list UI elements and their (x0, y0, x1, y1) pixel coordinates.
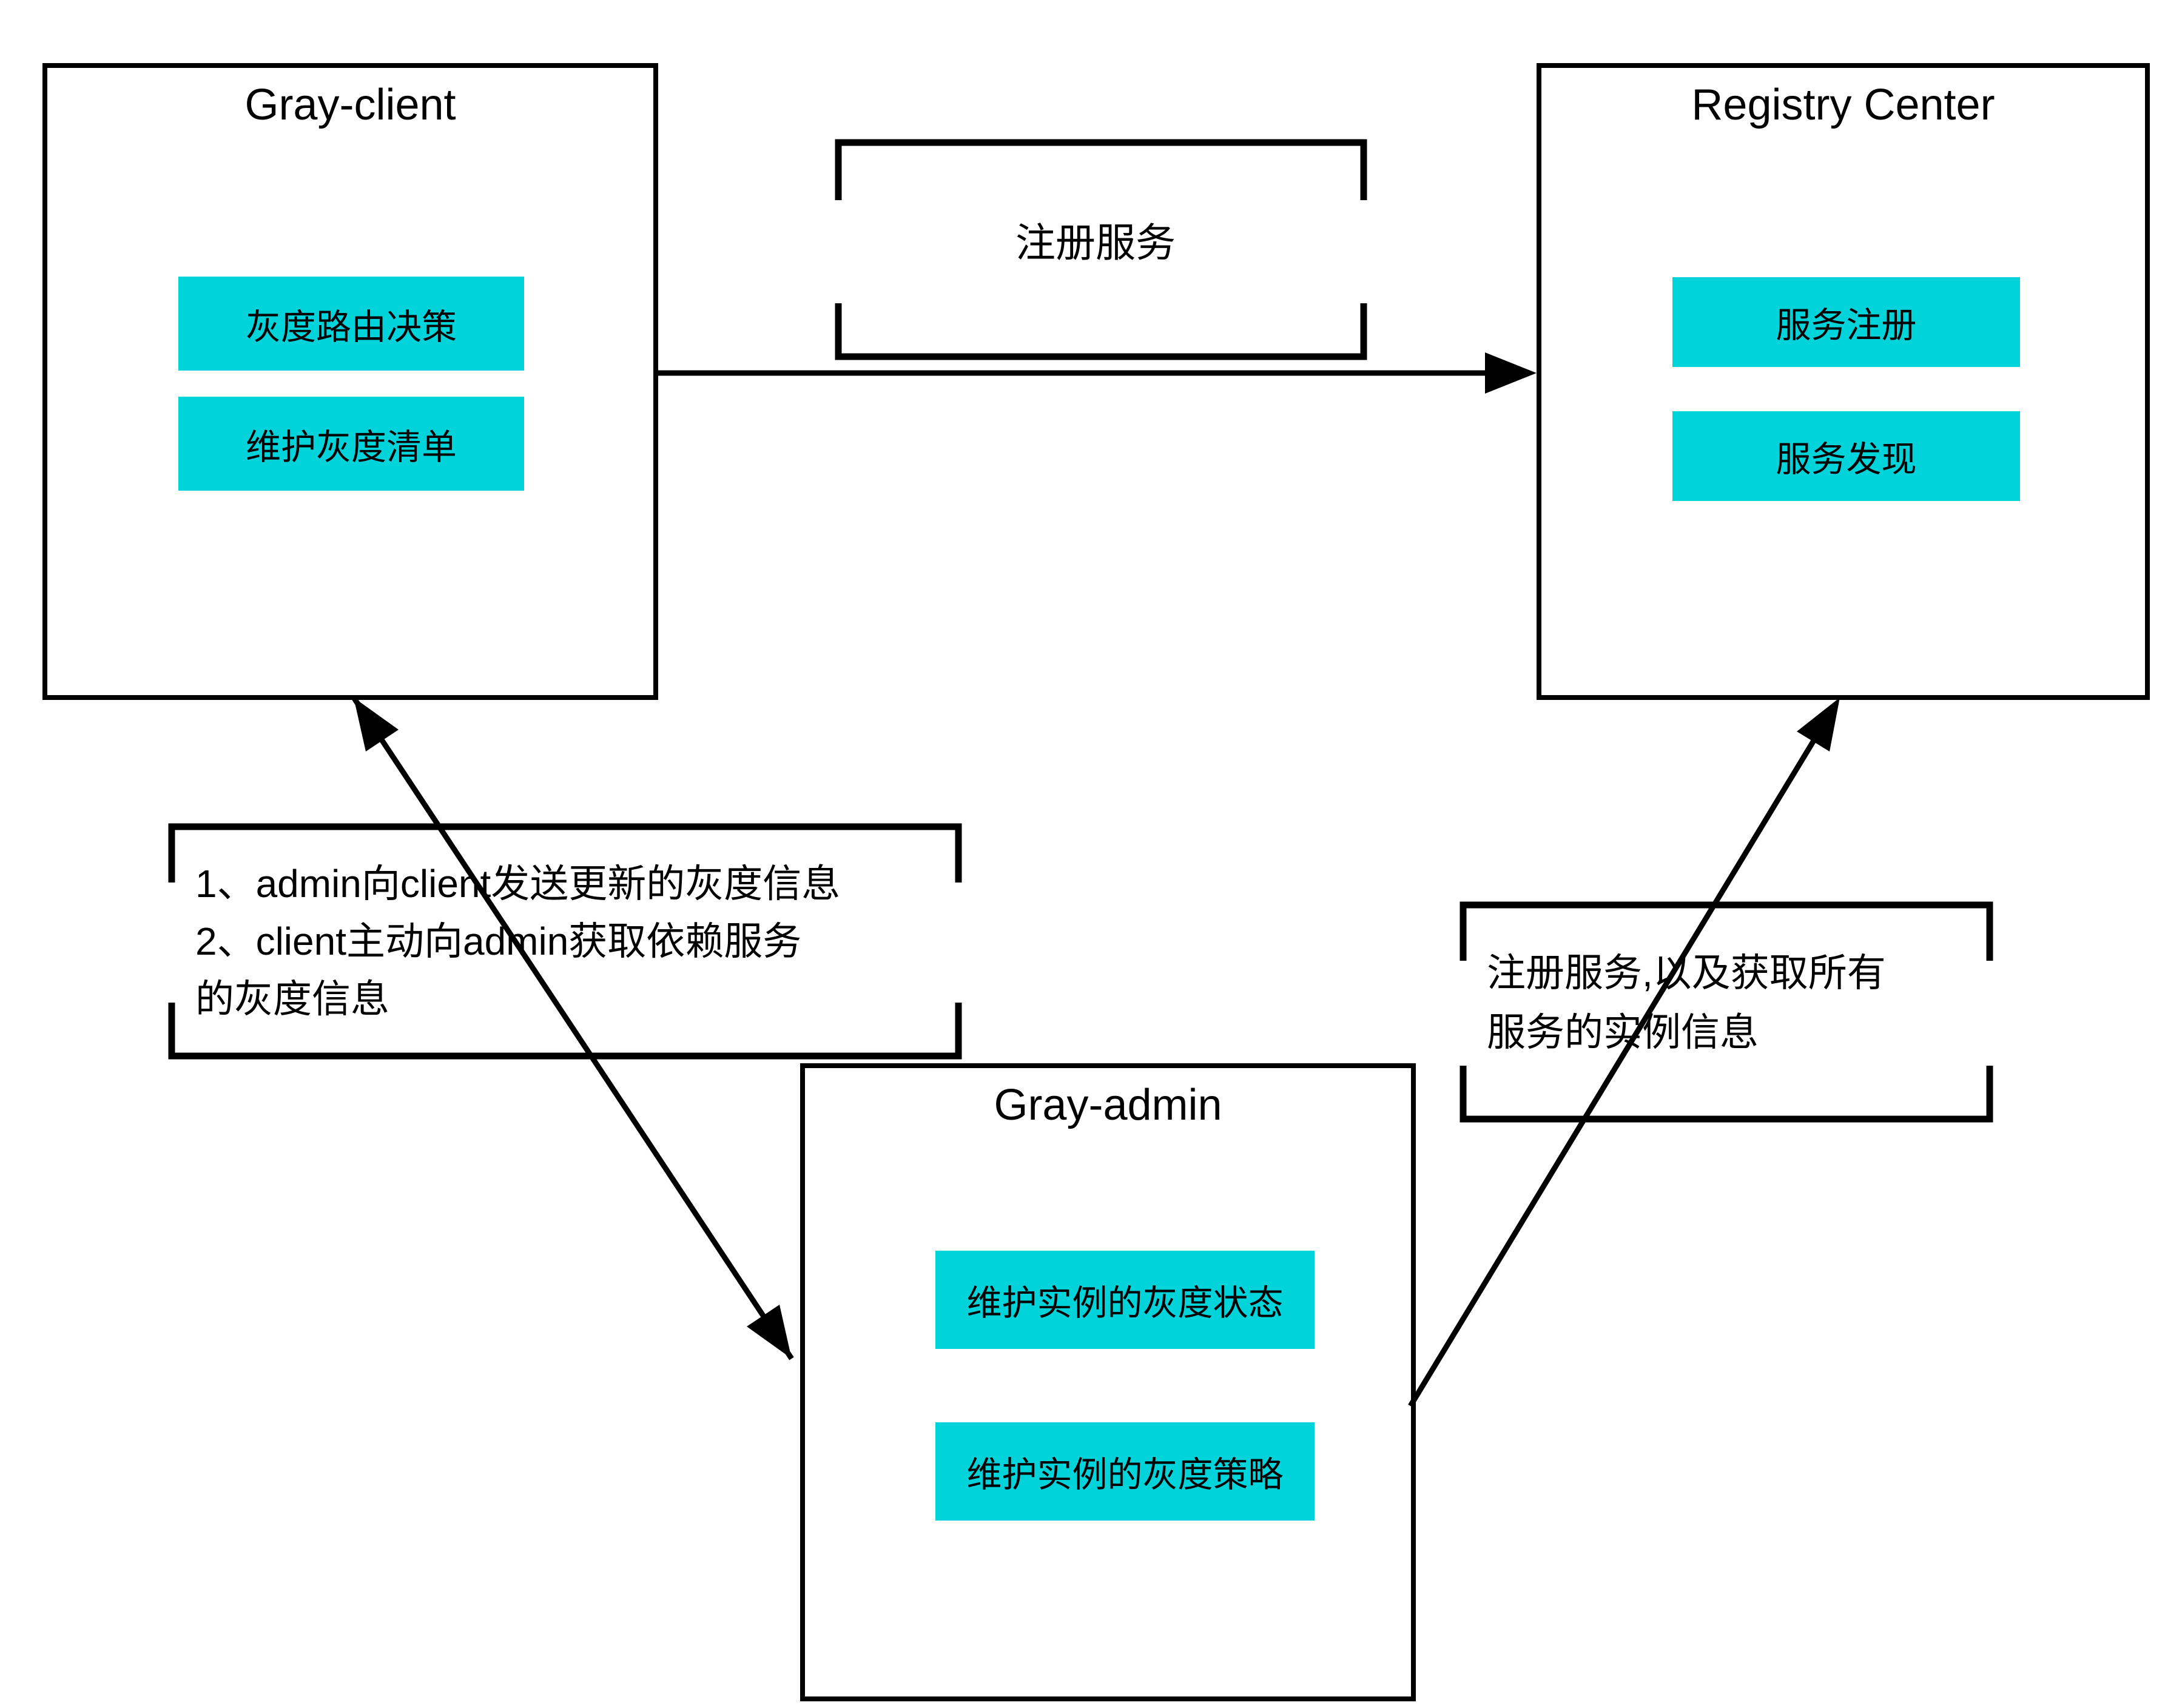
register-service-label: 注册服务 (1015, 220, 1176, 265)
registry-center-title: Registry Center (1691, 81, 1995, 129)
admin-registry-note: 注册服务,以及获取所有 服务的实例信息 (1487, 943, 1886, 1062)
client-admin-note-line: 1、admin向client发送更新的灰度信息 (195, 862, 841, 906)
gray-client-title: Gray-client (244, 81, 456, 129)
gray-client-item: 灰度路由决策 (178, 277, 524, 371)
client-admin-arrowhead-top (354, 698, 399, 751)
gray-client-box: Gray-client 灰度路由决策 维护灰度清单 (42, 63, 658, 700)
client-admin-arrow (351, 696, 794, 1360)
admin-registry-note-line: 注册服务,以及获取所有 (1487, 951, 1886, 995)
client-registry-arrowhead (1485, 352, 1537, 394)
admin-registry-note-line: 服务的实例信息 (1487, 1010, 1759, 1054)
register-service-bracket-bottom (835, 303, 1367, 360)
registry-center-box: Registry Center 服务注册 服务发现 (1537, 63, 2150, 700)
admin-registry-arrow (1408, 719, 1828, 1408)
register-service-bracket-top (835, 139, 1367, 200)
registry-center-item: 服务发现 (1672, 411, 2020, 501)
gray-admin-item: 维护实例的灰度策略 (935, 1422, 1315, 1521)
gray-admin-item: 维护实例的灰度状态 (935, 1251, 1315, 1349)
client-admin-arrowhead-bottom (747, 1305, 792, 1359)
admin-registry-arrowhead (1797, 698, 1840, 751)
client-admin-note: 1、admin向client发送更新的灰度信息 2、client主动向admin… (195, 855, 840, 1028)
gray-admin-box: Gray-admin 维护实例的灰度状态 维护实例的灰度策略 (800, 1063, 1416, 1701)
client-admin-note-line: 2、client主动向admin获取依赖服务 (195, 920, 802, 963)
gray-admin-title: Gray-admin (994, 1081, 1222, 1129)
gray-client-item: 维护灰度清单 (178, 397, 524, 491)
registry-center-item: 服务注册 (1672, 277, 2020, 367)
client-admin-note-line: 的灰度信息 (195, 977, 389, 1021)
admin-registry-note-bracket-bottom (1460, 1066, 1993, 1123)
